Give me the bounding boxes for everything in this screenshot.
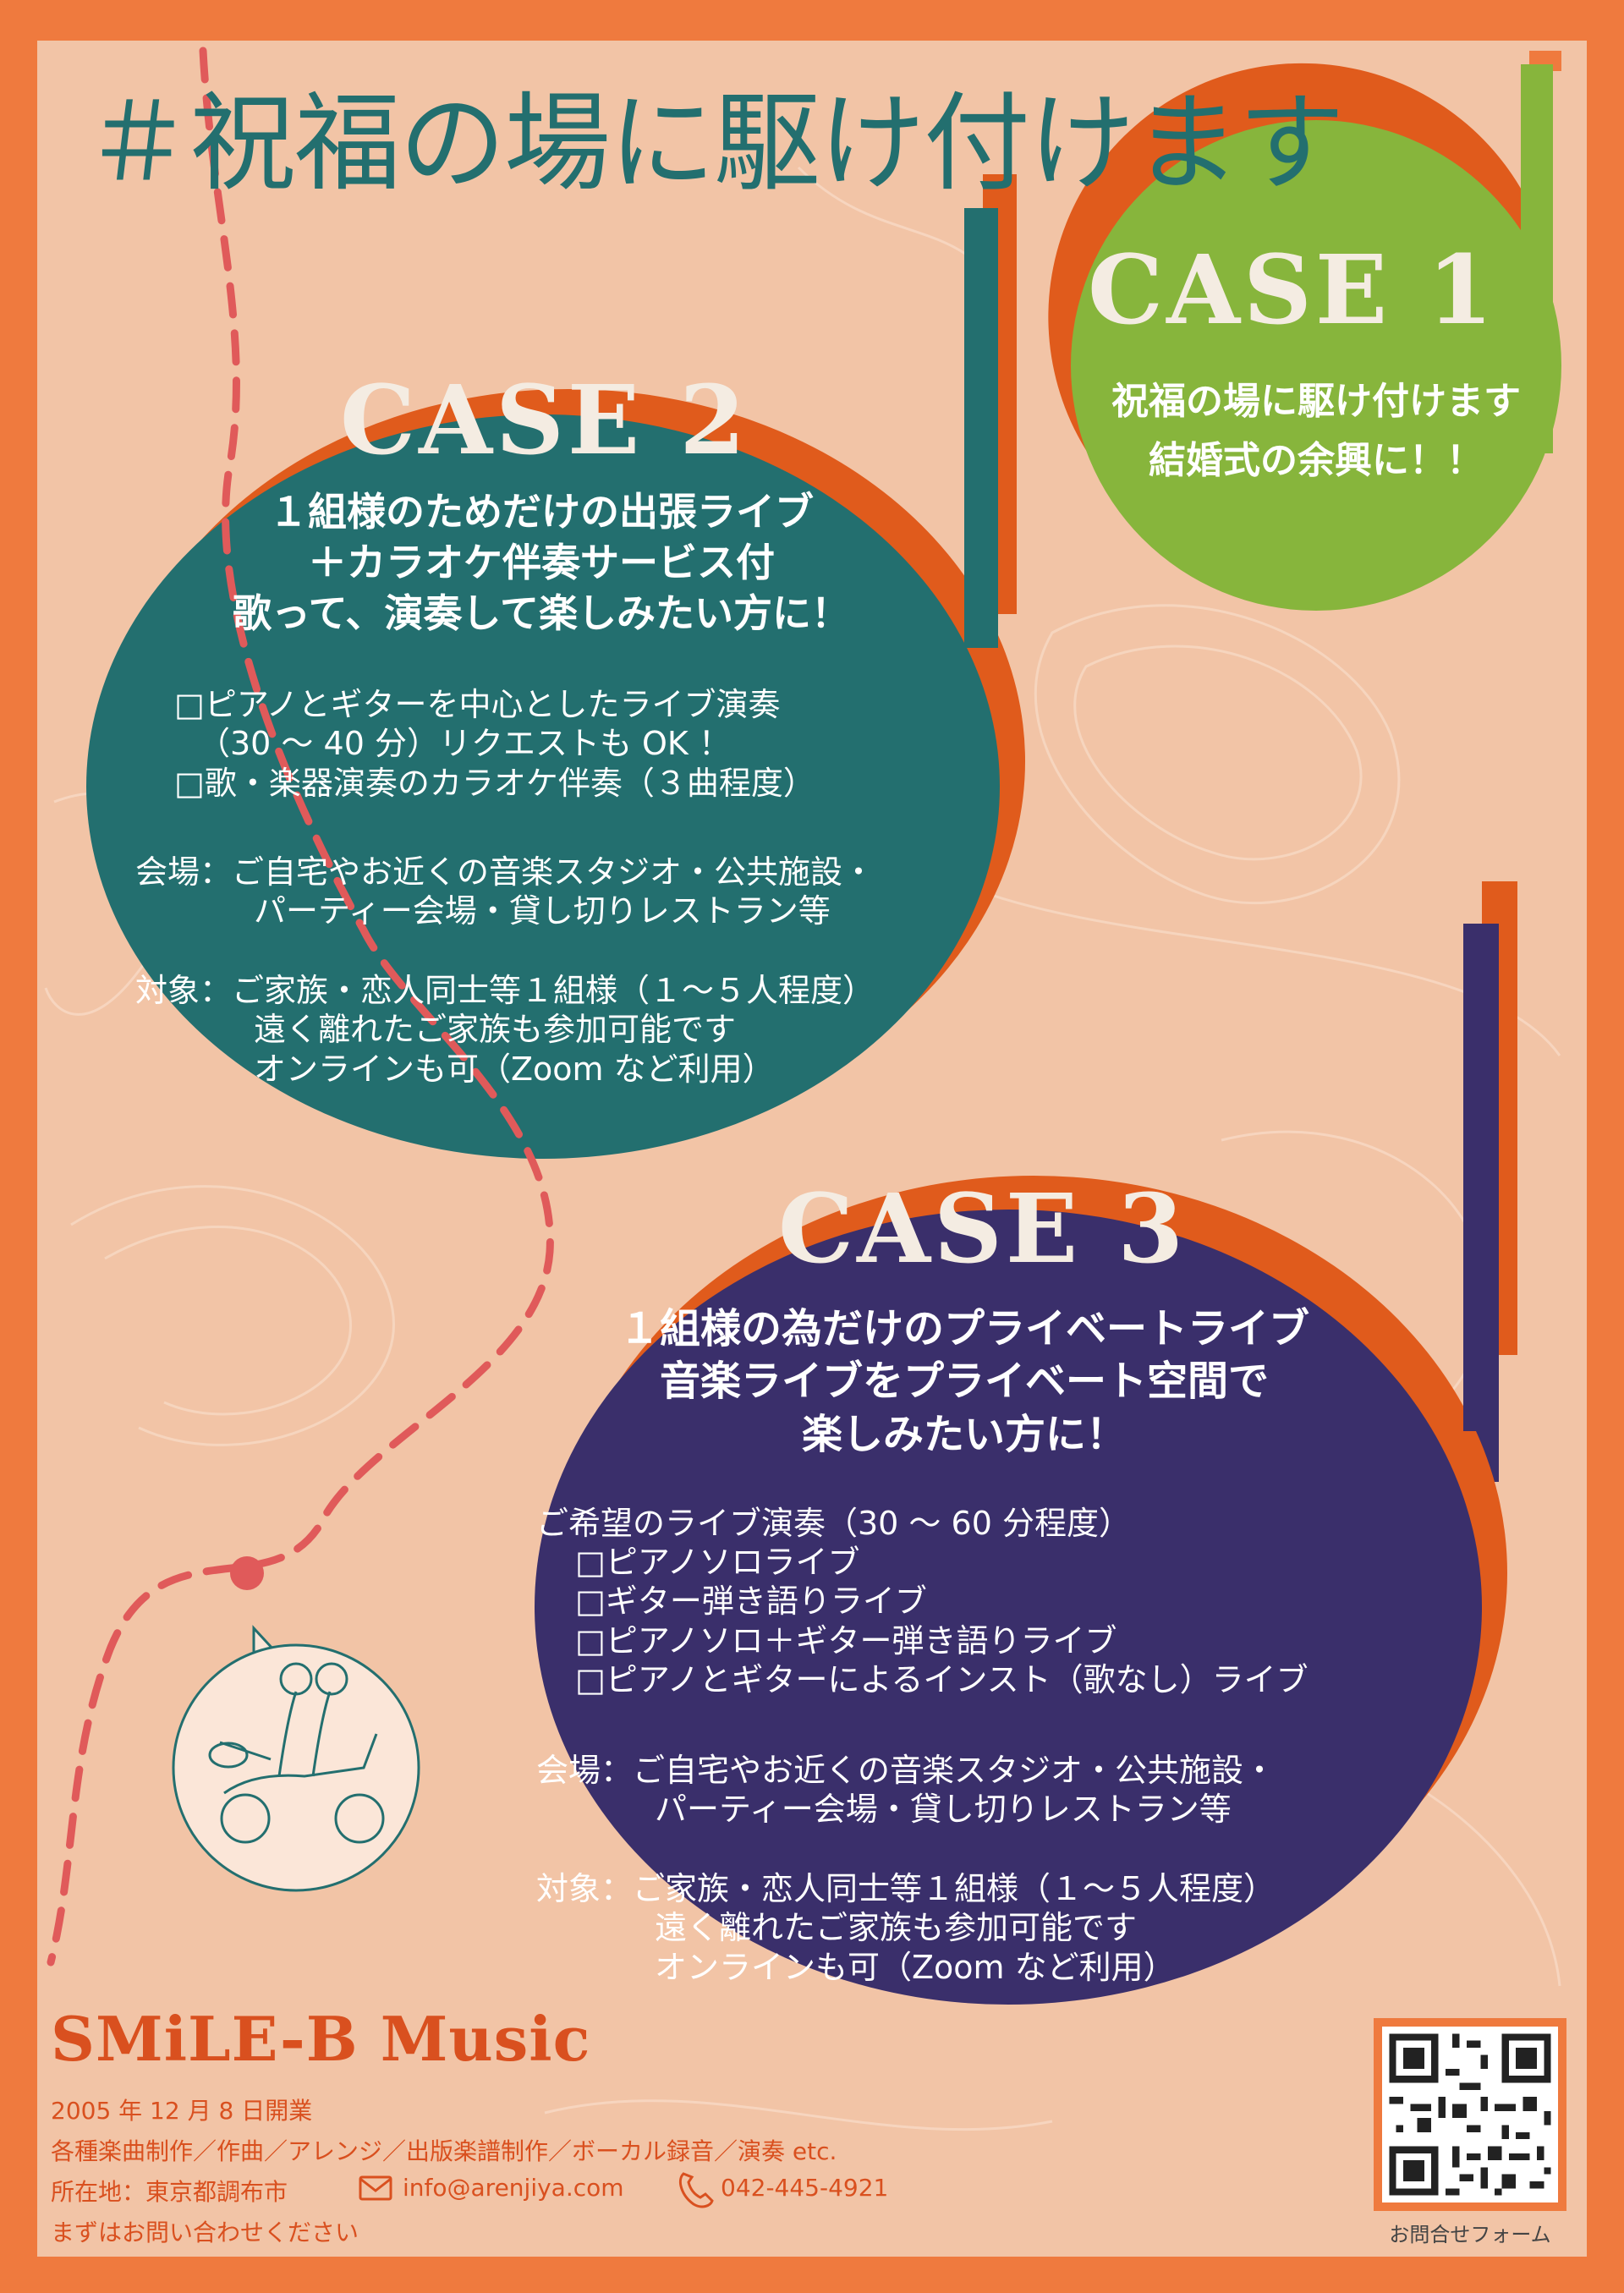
case2-target: 対象：ご家族・恋人同士等１組様（１～５人程度） 遠く離れたご家族も参加可能です … <box>135 971 875 1089</box>
route-dashed-line <box>47 47 554 1967</box>
case2-target-line: 遠く離れたご家族も参加可能です <box>254 1011 737 1049</box>
case3-lead-line: １組様の為だけのプライベートライブ <box>618 1305 1309 1352</box>
case2-venue-line: パーティー会場・貸し切りレストラン等 <box>254 892 831 930</box>
qr-code[interactable] <box>1374 2018 1566 2211</box>
email-link[interactable]: info@arenjiya.com <box>403 2174 624 2202</box>
case3-items: □ピアノソロライブ □ギター弾き語りライブ □ピアノソロ＋ギター弾き語りライブ … <box>575 1543 1309 1699</box>
case2-lead: １組様のためだけの出張ライブ ＋カラオケ伴奏サービス付 歌って、演奏して楽しみた… <box>144 487 939 639</box>
case2-item: □歌・楽器演奏のカラオケ伴奏（３曲程度） <box>174 764 815 802</box>
case3-item: □ピアノとギターによるインスト（歌なし）ライブ <box>575 1661 1309 1699</box>
contact-cta: まずはお問い合わせください <box>51 2219 359 2246</box>
case3-item: □ギター弾き語りライブ <box>575 1583 927 1621</box>
case1-text: 祝福の場に駆け付けます 結婚式の余興に！！ <box>1054 372 1578 491</box>
phone-icon <box>679 2172 714 2208</box>
case3-lead: １組様の為だけのプライベートライブ 音楽ライブをプライベート空間で 楽しみたい方… <box>524 1303 1404 1461</box>
case2-lead-line: １組様のためだけの出張ライブ <box>269 489 814 535</box>
case2-title: CASE 2 <box>340 365 749 476</box>
case3-item: □ピアノソロライブ <box>575 1544 860 1581</box>
route-pin <box>230 1556 264 1590</box>
case3-lead-line: 音楽ライブをプライベート空間で <box>659 1358 1269 1406</box>
case1-line: 祝福の場に駆け付けます <box>1111 380 1521 423</box>
case1-title: CASE 1 <box>1088 235 1497 346</box>
case2-venue: 会場：ご自宅やお近くの音楽スタジオ・公共施設・ パーティー会場・貸し切りレストラ… <box>135 853 875 931</box>
case3-venue-line: 会場：ご自宅やお近くの音楽スタジオ・公共施設・ <box>536 1752 1276 1789</box>
qr-code-pattern <box>1382 2027 1558 2202</box>
case2-lead-line: 歌って、演奏して楽しみたい方に！ <box>232 590 851 636</box>
case2-items: □ピアノとギターを中心としたライブ演奏 （30 ～ 40 分）リクエストも OK… <box>174 685 815 803</box>
scooter-couple-illustration <box>172 1625 420 1892</box>
case3-target-line: 遠く離れたご家族も参加可能です <box>655 1909 1138 1947</box>
case2-venue-line: 会場：ご自宅やお近くの音楽スタジオ・公共施設・ <box>135 853 875 891</box>
phone-number[interactable]: 042-445-4921 <box>721 2174 889 2202</box>
case2-target-line: オンラインも可（Zoom など利用） <box>254 1050 775 1088</box>
case2-lead-line: ＋カラオケ伴奏サービス付 <box>308 539 775 585</box>
case2-target-line: 対象：ご家族・恋人同士等１組様（１～５人程度） <box>135 972 875 1009</box>
case3-title: CASE 3 <box>778 1174 1188 1285</box>
location: 所在地：東京都調布市 <box>51 2178 288 2206</box>
case1-circle <box>1071 120 1561 611</box>
case3-lead-line: 楽しみたい方に！ <box>801 1410 1127 1458</box>
case1-line: 結婚式の余興に！！ <box>1149 439 1484 483</box>
case3-target: 対象：ご家族・恋人同士等１組様（１～５人程度） 遠く離れたご家族も参加可能です … <box>536 1869 1276 1987</box>
services-list: 各種楽曲制作／作曲／アレンジ／出版楽譜制作／ボーカル録音／演奏 etc. <box>51 2137 837 2165</box>
headline: ＃祝福の場に駆け付けます <box>85 81 1345 206</box>
case3-target-line: 対象：ご家族・恋人同士等１組様（１～５人程度） <box>536 1870 1276 1907</box>
case3-venue: 会場：ご自宅やお近くの音楽スタジオ・公共施設・ パーティー会場・貸し切りレストラ… <box>536 1751 1276 1829</box>
case3-target-line: オンラインも可（Zoom など利用） <box>655 1948 1176 1986</box>
case3-venue-line: パーティー会場・貸し切りレストラン等 <box>655 1791 1232 1829</box>
mail-icon <box>359 2175 392 2201</box>
qr-label: お問合せフォーム <box>1389 2223 1551 2246</box>
case2-item: □ピアノとギターを中心としたライブ演奏 <box>174 686 781 723</box>
case3-item: □ピアノソロ＋ギター弾き語りライブ <box>575 1621 1117 1659</box>
qr-svg <box>1389 2033 1551 2196</box>
case3-intro: ご希望のライブ演奏（30 ～ 60 分程度） <box>536 1505 1131 1542</box>
case3-circle <box>535 1210 1482 2005</box>
case2-circle <box>86 414 1000 1159</box>
brand-logo-text: SMiLE-B Music <box>51 2003 591 2075</box>
founded-date: 2005 年 12 月 8 日開業 <box>51 2097 313 2125</box>
case2-item: （30 ～ 40 分）リクエストも OK ！ <box>198 725 731 763</box>
